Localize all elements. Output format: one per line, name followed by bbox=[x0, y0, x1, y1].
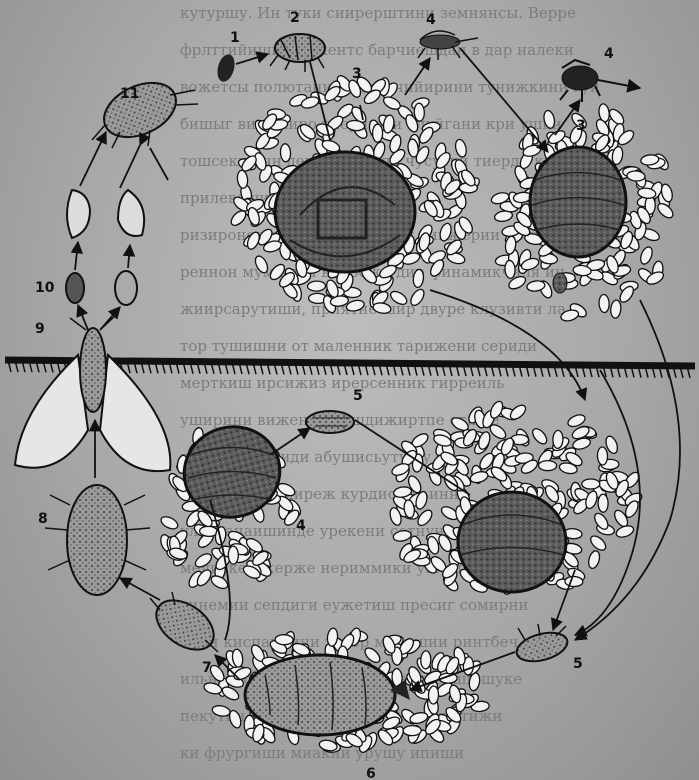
label-crawler-bottom: 5 bbox=[573, 656, 583, 672]
egg bbox=[560, 308, 580, 322]
egg bbox=[553, 430, 564, 448]
adult-female-stage-11 bbox=[92, 72, 198, 148]
egg bbox=[408, 287, 426, 308]
egg bbox=[392, 529, 412, 542]
egg bbox=[438, 222, 453, 242]
scale-insect-mid-right bbox=[458, 492, 566, 592]
egg bbox=[245, 230, 261, 251]
egg bbox=[253, 254, 270, 275]
nymph-stage-7 bbox=[147, 590, 222, 659]
label-male-flying: 4 bbox=[604, 46, 614, 62]
egg bbox=[582, 479, 600, 489]
male-stage-4-top bbox=[418, 31, 478, 60]
egg bbox=[414, 103, 425, 121]
egg bbox=[588, 533, 608, 552]
label-crawler: 2 bbox=[290, 10, 300, 26]
egg bbox=[539, 461, 557, 471]
egg bbox=[228, 546, 238, 564]
egg bbox=[280, 144, 291, 162]
egg bbox=[420, 651, 431, 669]
egg-stage-1 bbox=[215, 52, 238, 83]
egg bbox=[275, 634, 293, 645]
egg bbox=[307, 281, 325, 292]
egg bbox=[615, 524, 635, 540]
label-nymph-7: 7 bbox=[202, 660, 212, 676]
label-scale-large: 3 bbox=[352, 66, 362, 82]
egg bbox=[542, 110, 556, 130]
label-winged-male: 9 bbox=[35, 321, 45, 337]
label-scale-bottom: 6 bbox=[366, 766, 376, 780]
egg bbox=[587, 550, 602, 570]
egg bbox=[193, 551, 214, 569]
label-adult-female: 11 bbox=[120, 86, 139, 102]
egg bbox=[403, 725, 421, 735]
label-male-top: 4 bbox=[426, 12, 436, 28]
egg bbox=[597, 447, 608, 465]
label-nymph-8: 8 bbox=[38, 511, 48, 527]
egg bbox=[610, 300, 622, 319]
winged-male-stage-9 bbox=[15, 316, 170, 471]
egg bbox=[211, 704, 231, 717]
label-crawler-mid: 5 bbox=[353, 388, 363, 404]
egg bbox=[428, 686, 439, 704]
egg bbox=[638, 245, 654, 265]
egg bbox=[159, 514, 180, 531]
egg bbox=[599, 294, 610, 312]
label-scale-left: 4 bbox=[296, 518, 306, 534]
egg bbox=[415, 508, 434, 528]
label-egg: 1 bbox=[230, 30, 240, 46]
crawler-stage-5-mid bbox=[306, 411, 354, 433]
egg bbox=[598, 494, 608, 512]
egg bbox=[209, 573, 230, 591]
egg bbox=[412, 269, 424, 288]
label-scale-right: 3 bbox=[576, 118, 586, 134]
egg bbox=[228, 709, 243, 729]
nymph-stage-8 bbox=[45, 485, 150, 595]
male-stage-4-flying bbox=[560, 60, 640, 102]
egg bbox=[373, 124, 383, 142]
egg bbox=[565, 576, 583, 587]
egg bbox=[372, 302, 391, 315]
egg bbox=[530, 426, 549, 446]
crawler-stage-2 bbox=[270, 34, 325, 72]
egg bbox=[388, 289, 409, 307]
egg bbox=[236, 170, 248, 189]
crawler-stage-5-bottom bbox=[514, 624, 571, 666]
egg bbox=[454, 138, 468, 158]
scale-insect-large-top bbox=[275, 152, 415, 272]
label-cocoons: 10 bbox=[35, 280, 55, 296]
